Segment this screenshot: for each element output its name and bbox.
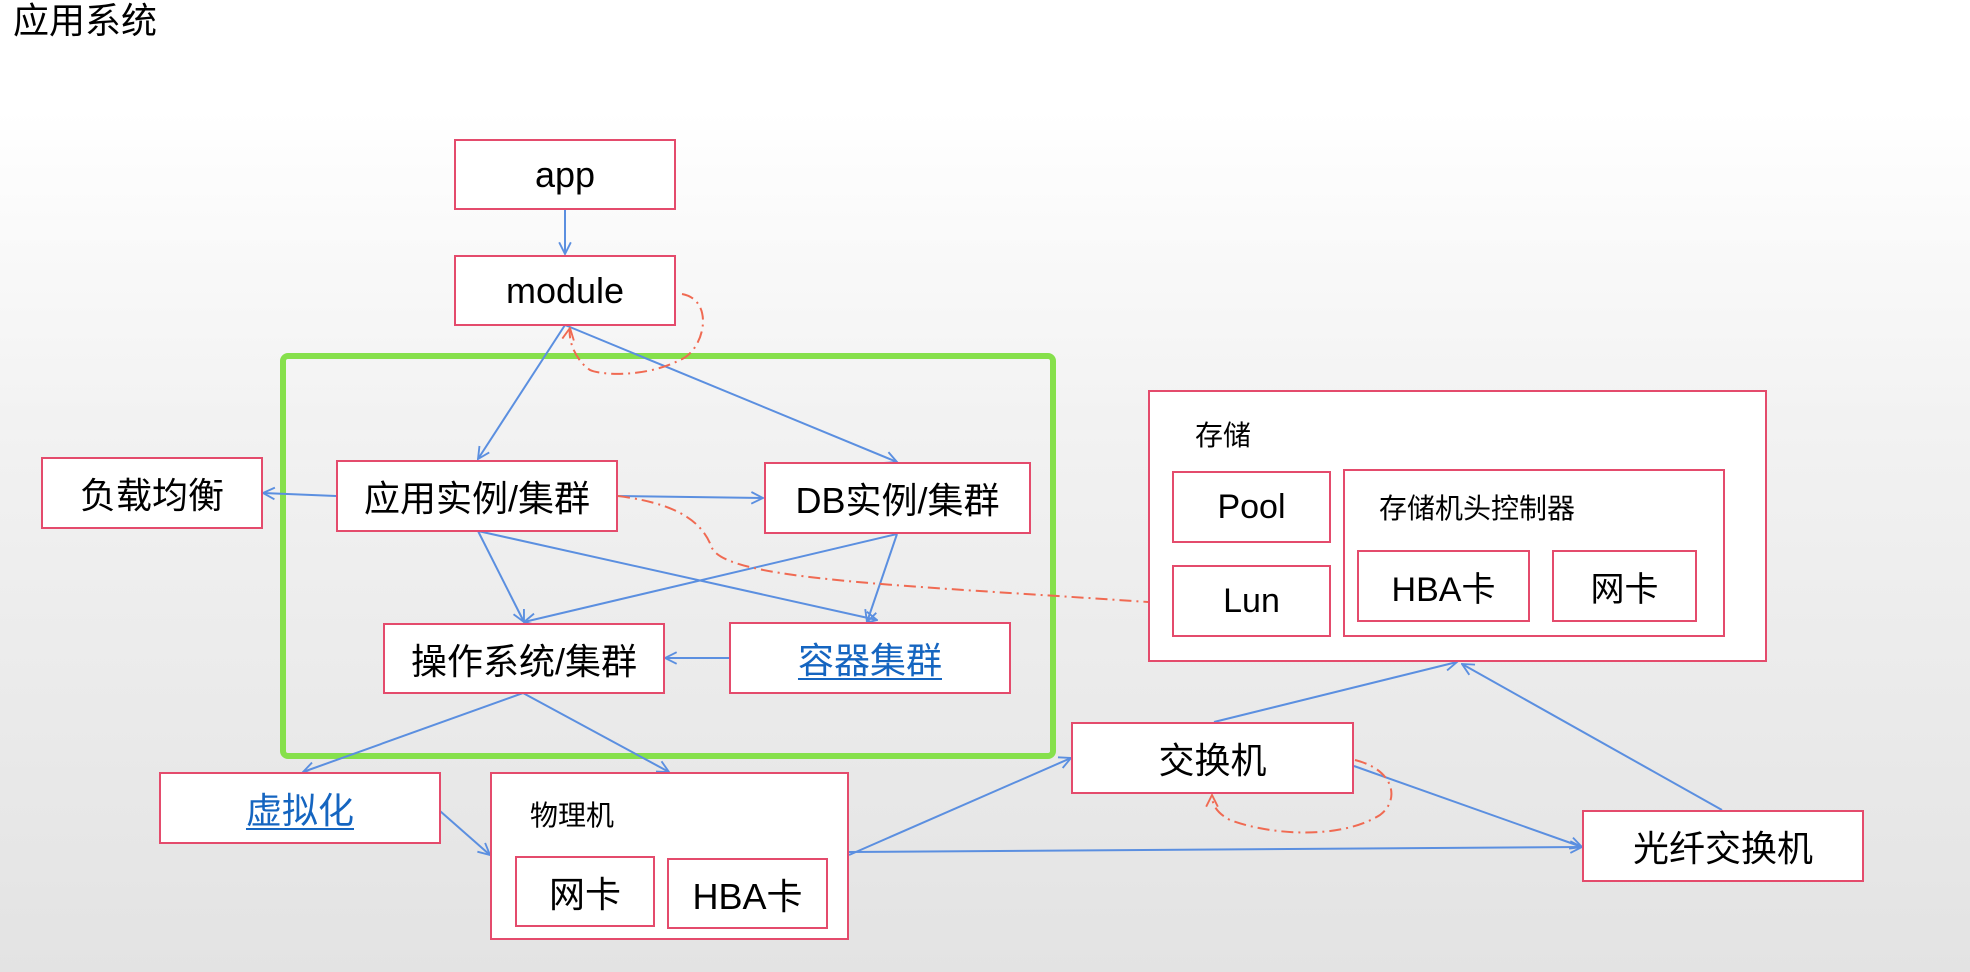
dashed-app-instance-to-storage [617, 495, 1149, 603]
edge-switch-storage [1213, 662, 1457, 723]
storage-label: 存储 [1195, 419, 1252, 452]
edge-app-instance-container [477, 530, 877, 620]
container-cluster-node[interactable]: 容器集群 [729, 622, 1011, 694]
physical-hba-node[interactable]: HBA卡 [667, 858, 828, 929]
edge-physical-switch [848, 758, 1071, 856]
db-instance-cluster-node[interactable]: DB实例/集群 [764, 462, 1031, 534]
controller-hba-node[interactable]: HBA卡 [1357, 550, 1530, 622]
virtualization-link[interactable]: 虚拟化 [245, 790, 354, 831]
edge-app-instance-os [477, 530, 524, 622]
virtualization-node[interactable]: 虚拟化 [159, 772, 441, 844]
fc-switch-node[interactable]: 光纤交换机 [1582, 810, 1864, 882]
edge-os-virtualization [303, 692, 524, 772]
physical-machine-label: 物理机 [530, 799, 615, 832]
switch-node[interactable]: 交换机 [1071, 722, 1354, 794]
edge-fc-switch-storage [1462, 664, 1723, 811]
app-instance-cluster-node[interactable]: 应用实例/集群 [336, 460, 618, 532]
edge-app-instance-load-balancer [263, 493, 337, 496]
load-balancer-node[interactable]: 负载均衡 [41, 457, 263, 529]
edge-app-instance-db-instance [616, 496, 763, 498]
storage-controller-label: 存储机头控制器 [1379, 492, 1576, 525]
os-cluster-node[interactable]: 操作系统/集群 [383, 623, 665, 694]
controller-nic-node[interactable]: 网卡 [1552, 550, 1697, 622]
dashed-module-self-loop [570, 293, 704, 375]
edge-physical-fc-switch [848, 847, 1582, 852]
edge-db-instance-os [524, 533, 898, 622]
app-node[interactable]: app [454, 139, 676, 210]
pool-node[interactable]: Pool [1172, 471, 1331, 543]
physical-nic-node[interactable]: 网卡 [515, 856, 655, 927]
lun-node[interactable]: Lun [1172, 565, 1331, 637]
edge-virtualization-physical [439, 810, 490, 855]
module-node[interactable]: module [454, 255, 676, 326]
page-title: 应用系统 [13, 1, 158, 42]
edge-module-db-instance [564, 324, 897, 462]
cluster-frame [280, 353, 1056, 759]
edge-db-instance-container [867, 533, 898, 622]
edge-module-app-instance [478, 324, 566, 459]
container-cluster-link[interactable]: 容器集群 [797, 640, 942, 681]
edge-os-physical [522, 692, 669, 772]
dashed-switch-self-loop [1212, 759, 1393, 834]
edge-switch-fc-switch [1353, 765, 1582, 847]
